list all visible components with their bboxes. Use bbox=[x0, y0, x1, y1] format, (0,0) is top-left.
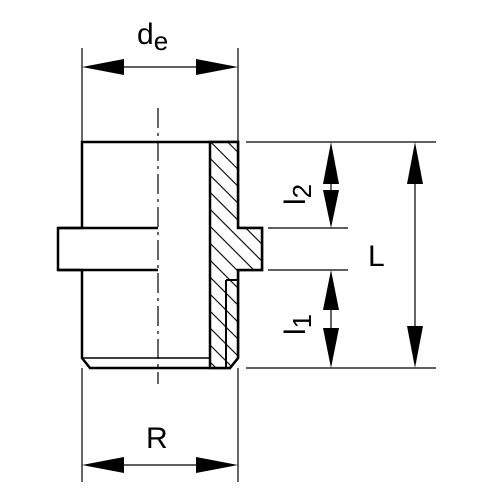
label-L: L bbox=[368, 240, 385, 273]
label-de-sub: e bbox=[154, 26, 168, 56]
arrow-L-bottom bbox=[407, 326, 423, 368]
section-wall-hatched bbox=[208, 140, 264, 370]
label-l2-main: l bbox=[279, 198, 312, 205]
arrow-R-left bbox=[82, 457, 124, 473]
label-de: de bbox=[137, 18, 168, 56]
label-l2: l2 bbox=[279, 184, 317, 205]
arrow-L-top bbox=[407, 142, 423, 184]
label-l1-sub: 1 bbox=[287, 314, 317, 328]
dimension-l2 bbox=[323, 142, 339, 228]
arrow-de-right bbox=[196, 59, 238, 75]
label-l1: l1 bbox=[279, 314, 317, 335]
section-wall bbox=[208, 140, 264, 370]
arrow-l1-top bbox=[323, 270, 339, 310]
arrow-l2-bottom bbox=[323, 190, 339, 228]
collar-inner-edges bbox=[58, 226, 158, 272]
label-l1-main: l bbox=[279, 328, 312, 335]
hex-collar-outline bbox=[56, 226, 82, 272]
label-R: R bbox=[146, 422, 168, 455]
arrow-de-left bbox=[82, 59, 124, 75]
dimension-L bbox=[407, 142, 423, 368]
dimension-R bbox=[82, 457, 238, 473]
arrow-l2-top bbox=[323, 142, 339, 184]
arrow-R-right bbox=[196, 457, 238, 473]
dimension-l1 bbox=[323, 270, 339, 368]
arrow-l1-bottom bbox=[323, 328, 339, 368]
label-de-main: d bbox=[137, 18, 154, 51]
dimension-de bbox=[82, 59, 238, 75]
extension-lines bbox=[81, 48, 436, 482]
label-l2-sub: 2 bbox=[287, 184, 317, 198]
